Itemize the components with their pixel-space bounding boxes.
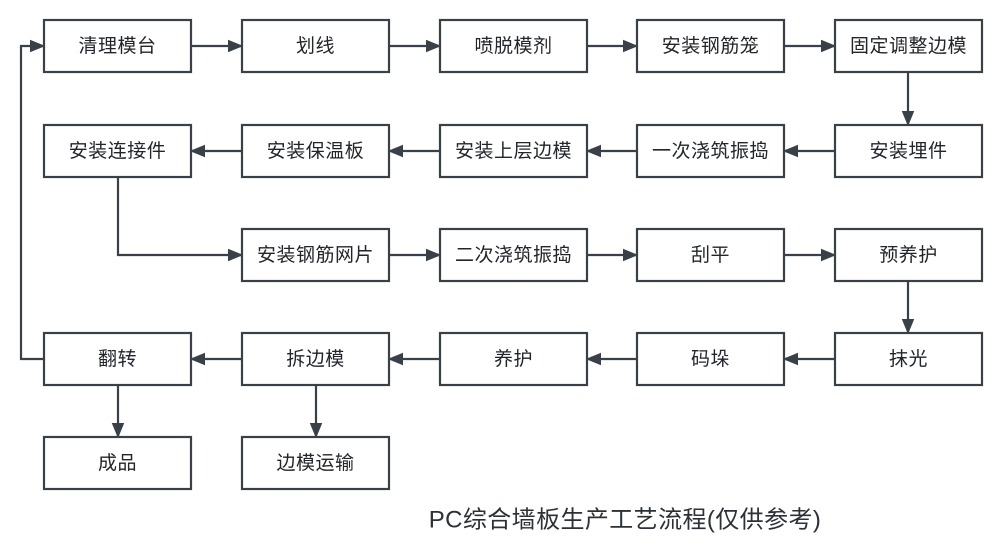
flow-node-label: 固定调整边模: [850, 35, 967, 57]
edge-fanzhuan-to-qingli: [19, 39, 46, 361]
flow-node-label: 预养护: [879, 244, 938, 266]
flow-node-label: 抹光: [889, 348, 928, 370]
flow-node-box[interactable]: [635, 123, 786, 179]
flow-node[interactable]: 划线: [240, 18, 391, 74]
flow-node-box[interactable]: [42, 331, 193, 387]
flow-node[interactable]: 刮平: [635, 227, 786, 283]
flow-node-box[interactable]: [240, 18, 391, 74]
flow-node-box[interactable]: [42, 123, 193, 179]
flow-node-box[interactable]: [438, 123, 589, 179]
flow-node-box[interactable]: [438, 331, 589, 387]
edges-layer: [19, 39, 915, 439]
flow-node[interactable]: 清理模台: [42, 18, 193, 74]
flow-node[interactable]: 成品: [42, 435, 193, 491]
flow-node-label: 安装上层边模: [455, 140, 572, 162]
flow-node-box[interactable]: [833, 123, 984, 179]
flow-node-box[interactable]: [635, 331, 786, 387]
flow-node[interactable]: 安装上层边模: [438, 123, 589, 179]
flow-node-box[interactable]: [438, 227, 589, 283]
flow-node-box[interactable]: [635, 227, 786, 283]
flow-node-label: 成品: [98, 452, 137, 474]
flow-node-label: 安装保温板: [267, 140, 365, 162]
flow-node[interactable]: 预养护: [833, 227, 984, 283]
flow-node[interactable]: 安装钢筋网片: [240, 227, 391, 283]
flow-node[interactable]: 安装埋件: [833, 123, 984, 179]
flow-node-box[interactable]: [240, 227, 391, 283]
flow-node-label: 划线: [296, 35, 335, 57]
flow-node-label: 喷脱模剂: [474, 35, 552, 57]
flow-node-label: 安装连接件: [69, 140, 167, 162]
flow-node-box[interactable]: [833, 18, 984, 74]
flow-node[interactable]: 二次浇筑振捣: [438, 227, 589, 283]
flow-node-label: 拆边模: [286, 348, 345, 370]
flow-node-label: 安装埋件: [869, 140, 947, 162]
edge-lianjiejian-to-gangjinwang: [116, 177, 244, 262]
flow-node[interactable]: 安装保温板: [240, 123, 391, 179]
flow-node-box[interactable]: [240, 435, 391, 491]
flow-node[interactable]: 喷脱模剂: [438, 18, 589, 74]
flow-node-label: 翻转: [98, 348, 137, 370]
flow-node-box[interactable]: [240, 331, 391, 387]
diagram-caption: PC综合墙板生产工艺流程(仅供参考): [429, 506, 822, 533]
flow-node[interactable]: 抹光: [833, 331, 984, 387]
flow-node-label: 边模运输: [276, 452, 354, 474]
flow-node-box[interactable]: [42, 435, 193, 491]
flow-node-label: 安装钢筋网片: [257, 244, 374, 266]
flow-node-label: 刮平: [691, 244, 730, 266]
flow-node-box[interactable]: [833, 331, 984, 387]
flow-node[interactable]: 一次浇筑振捣: [635, 123, 786, 179]
flow-node-box[interactable]: [833, 227, 984, 283]
flow-node[interactable]: 安装连接件: [42, 123, 193, 179]
flow-node[interactable]: 安装钢筋笼: [635, 18, 786, 74]
flow-node[interactable]: 拆边模: [240, 331, 391, 387]
flow-node-box[interactable]: [438, 18, 589, 74]
flow-node[interactable]: 翻转: [42, 331, 193, 387]
flow-node-label: 安装钢筋笼: [662, 35, 760, 57]
flow-node[interactable]: 边模运输: [240, 435, 391, 491]
flow-node-box[interactable]: [42, 18, 193, 74]
flow-node-label: 养护: [494, 348, 533, 370]
flow-node[interactable]: 固定调整边模: [833, 18, 984, 74]
flow-node[interactable]: 码垛: [635, 331, 786, 387]
flow-node-box[interactable]: [635, 18, 786, 74]
flow-node-label: 清理模台: [78, 35, 156, 57]
flow-node[interactable]: 养护: [438, 331, 589, 387]
flow-node-label: 二次浇筑振捣: [455, 244, 572, 266]
flow-node-label: 一次浇筑振捣: [652, 140, 769, 162]
flow-node-label: 码垛: [691, 348, 730, 370]
flow-node-box[interactable]: [240, 123, 391, 179]
